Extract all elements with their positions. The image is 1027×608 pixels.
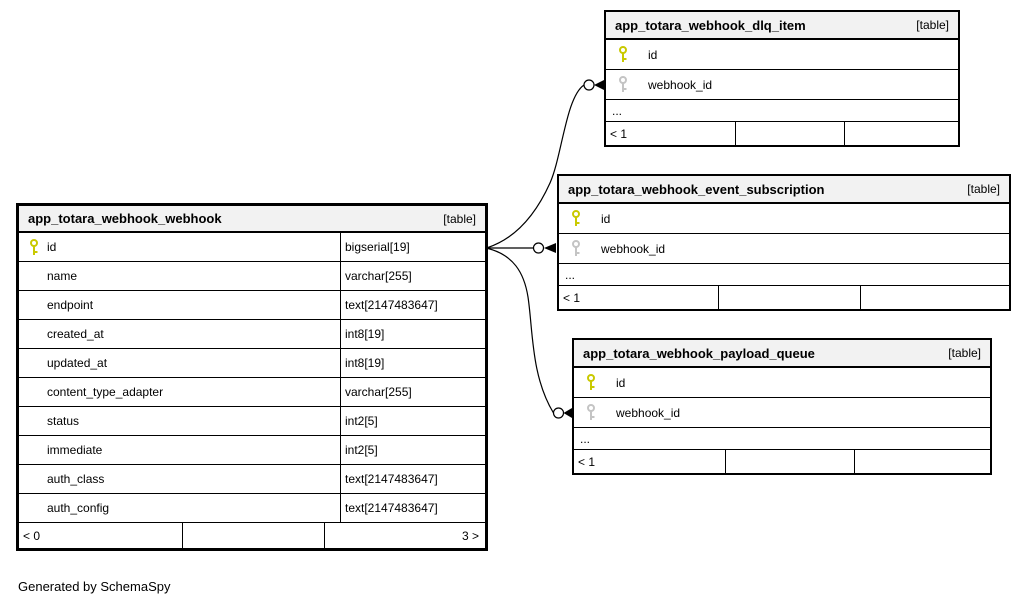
column-row: auth_config text[2147483647] bbox=[19, 494, 485, 523]
column-name: name bbox=[47, 269, 78, 283]
table-title[interactable]: app_totara_webhook_webhook bbox=[28, 211, 222, 226]
table-footer: < 1 bbox=[574, 450, 990, 473]
table-footer: < 1 bbox=[606, 122, 958, 145]
column-name: id bbox=[601, 211, 611, 226]
column-row: id bbox=[574, 368, 990, 398]
column-name: id bbox=[47, 240, 57, 254]
column-row: created_at int8[19] bbox=[19, 320, 485, 349]
footer-cell bbox=[845, 122, 958, 145]
column-type: text[2147483647] bbox=[340, 494, 485, 522]
column-row: id bbox=[606, 40, 958, 70]
parent-count: < 0 bbox=[19, 523, 183, 548]
column-row: id bigserial[19] bbox=[19, 233, 485, 262]
table-app-totara-webhook-dlq-item[interactable]: app_totara_webhook_dlq_item [table] id w… bbox=[604, 10, 960, 147]
column-name: updated_at bbox=[47, 356, 108, 370]
column-type: varchar[255] bbox=[340, 378, 485, 406]
column-name: id bbox=[616, 375, 626, 390]
table-header[interactable]: app_totara_webhook_event_subscription [t… bbox=[559, 176, 1009, 204]
column-row: webhook_id bbox=[574, 398, 990, 428]
footer-cell bbox=[861, 286, 1009, 309]
column-name: auth_class bbox=[47, 472, 105, 486]
column-name: webhook_id bbox=[616, 405, 681, 420]
foreign-key-icon bbox=[571, 240, 581, 257]
column-row: webhook_id bbox=[606, 70, 958, 100]
column-type: varchar[255] bbox=[340, 262, 485, 290]
column-name: immediate bbox=[47, 443, 103, 457]
table-footer: < 0 3 > bbox=[19, 523, 485, 548]
footer-cell bbox=[855, 450, 990, 473]
column-name: created_at bbox=[47, 327, 104, 341]
primary-key-icon bbox=[586, 374, 596, 391]
table-app-totara-webhook-payload-queue[interactable]: app_totara_webhook_payload_queue [table]… bbox=[572, 338, 992, 475]
column-name: webhook_id bbox=[648, 77, 713, 92]
table-header[interactable]: app_totara_webhook_payload_queue [table] bbox=[574, 340, 990, 368]
column-row: webhook_id bbox=[559, 234, 1009, 264]
table-tag: [table] bbox=[967, 182, 1000, 196]
column-row: id bbox=[559, 204, 1009, 234]
column-row: endpoint text[2147483647] bbox=[19, 291, 485, 320]
footer-cell bbox=[726, 450, 855, 473]
footer-cell bbox=[719, 286, 861, 309]
table-tag: [table] bbox=[443, 211, 476, 226]
column-type: bigserial[19] bbox=[340, 233, 485, 261]
table-header[interactable]: app_totara_webhook_dlq_item [table] bbox=[606, 12, 958, 40]
table-tag: [table] bbox=[916, 18, 949, 32]
column-row: name varchar[255] bbox=[19, 262, 485, 291]
zero-circle-icon bbox=[532, 242, 545, 254]
table-app-totara-webhook-webhook[interactable]: app_totara_webhook_webhook [table] id bi… bbox=[16, 203, 488, 551]
child-count: 3 > bbox=[461, 528, 479, 543]
arrowhead-icon bbox=[594, 80, 604, 90]
column-name: webhook_id bbox=[601, 241, 666, 256]
table-title[interactable]: app_totara_webhook_event_subscription bbox=[568, 181, 825, 197]
column-row: content_type_adapter varchar[255] bbox=[19, 378, 485, 407]
table-title[interactable]: app_totara_webhook_payload_queue bbox=[583, 345, 815, 361]
column-name: endpoint bbox=[47, 298, 94, 312]
column-type: int8[19] bbox=[340, 349, 485, 377]
hidden-columns-ellipsis: ... bbox=[559, 264, 1009, 286]
footer-cell bbox=[183, 523, 326, 548]
column-type: int8[19] bbox=[340, 320, 485, 348]
table-app-totara-webhook-event-subscription[interactable]: app_totara_webhook_event_subscription [t… bbox=[557, 174, 1011, 311]
footer-cell bbox=[736, 122, 845, 145]
column-name: content_type_adapter bbox=[47, 385, 164, 399]
hidden-columns-ellipsis: ... bbox=[606, 100, 958, 122]
primary-key-icon bbox=[571, 210, 581, 227]
parent-count: < 1 bbox=[606, 122, 736, 145]
hidden-columns-ellipsis: ... bbox=[574, 428, 990, 450]
primary-key-icon bbox=[618, 46, 628, 63]
zero-circle-icon bbox=[583, 79, 595, 91]
column-type: int2[5] bbox=[340, 407, 485, 435]
primary-key-icon bbox=[29, 238, 39, 256]
foreign-key-icon bbox=[618, 76, 628, 93]
generated-by-note: Generated by SchemaSpy bbox=[18, 579, 171, 594]
column-name: status bbox=[47, 414, 80, 428]
column-type: text[2147483647] bbox=[340, 465, 485, 493]
table-title[interactable]: app_totara_webhook_dlq_item bbox=[615, 17, 806, 33]
table-tag: [table] bbox=[948, 346, 981, 360]
table-footer: < 1 bbox=[559, 286, 1009, 309]
column-name: id bbox=[648, 47, 658, 62]
column-name: auth_config bbox=[47, 501, 110, 515]
table-header[interactable]: app_totara_webhook_webhook [table] bbox=[19, 206, 485, 233]
column-type: int2[5] bbox=[340, 436, 485, 464]
relationship-edge-event-subscription bbox=[488, 242, 556, 254]
zero-circle-icon bbox=[552, 407, 565, 419]
column-row: immediate int2[5] bbox=[19, 436, 485, 465]
parent-count: < 1 bbox=[559, 286, 719, 309]
arrowhead-icon bbox=[544, 243, 556, 253]
column-row: updated_at int8[19] bbox=[19, 349, 485, 378]
arrowhead-icon bbox=[563, 408, 572, 418]
column-row: status int2[5] bbox=[19, 407, 485, 436]
parent-count: < 1 bbox=[574, 450, 726, 473]
foreign-key-icon bbox=[586, 404, 596, 421]
column-row: auth_class text[2147483647] bbox=[19, 465, 485, 494]
column-type: text[2147483647] bbox=[340, 291, 485, 319]
